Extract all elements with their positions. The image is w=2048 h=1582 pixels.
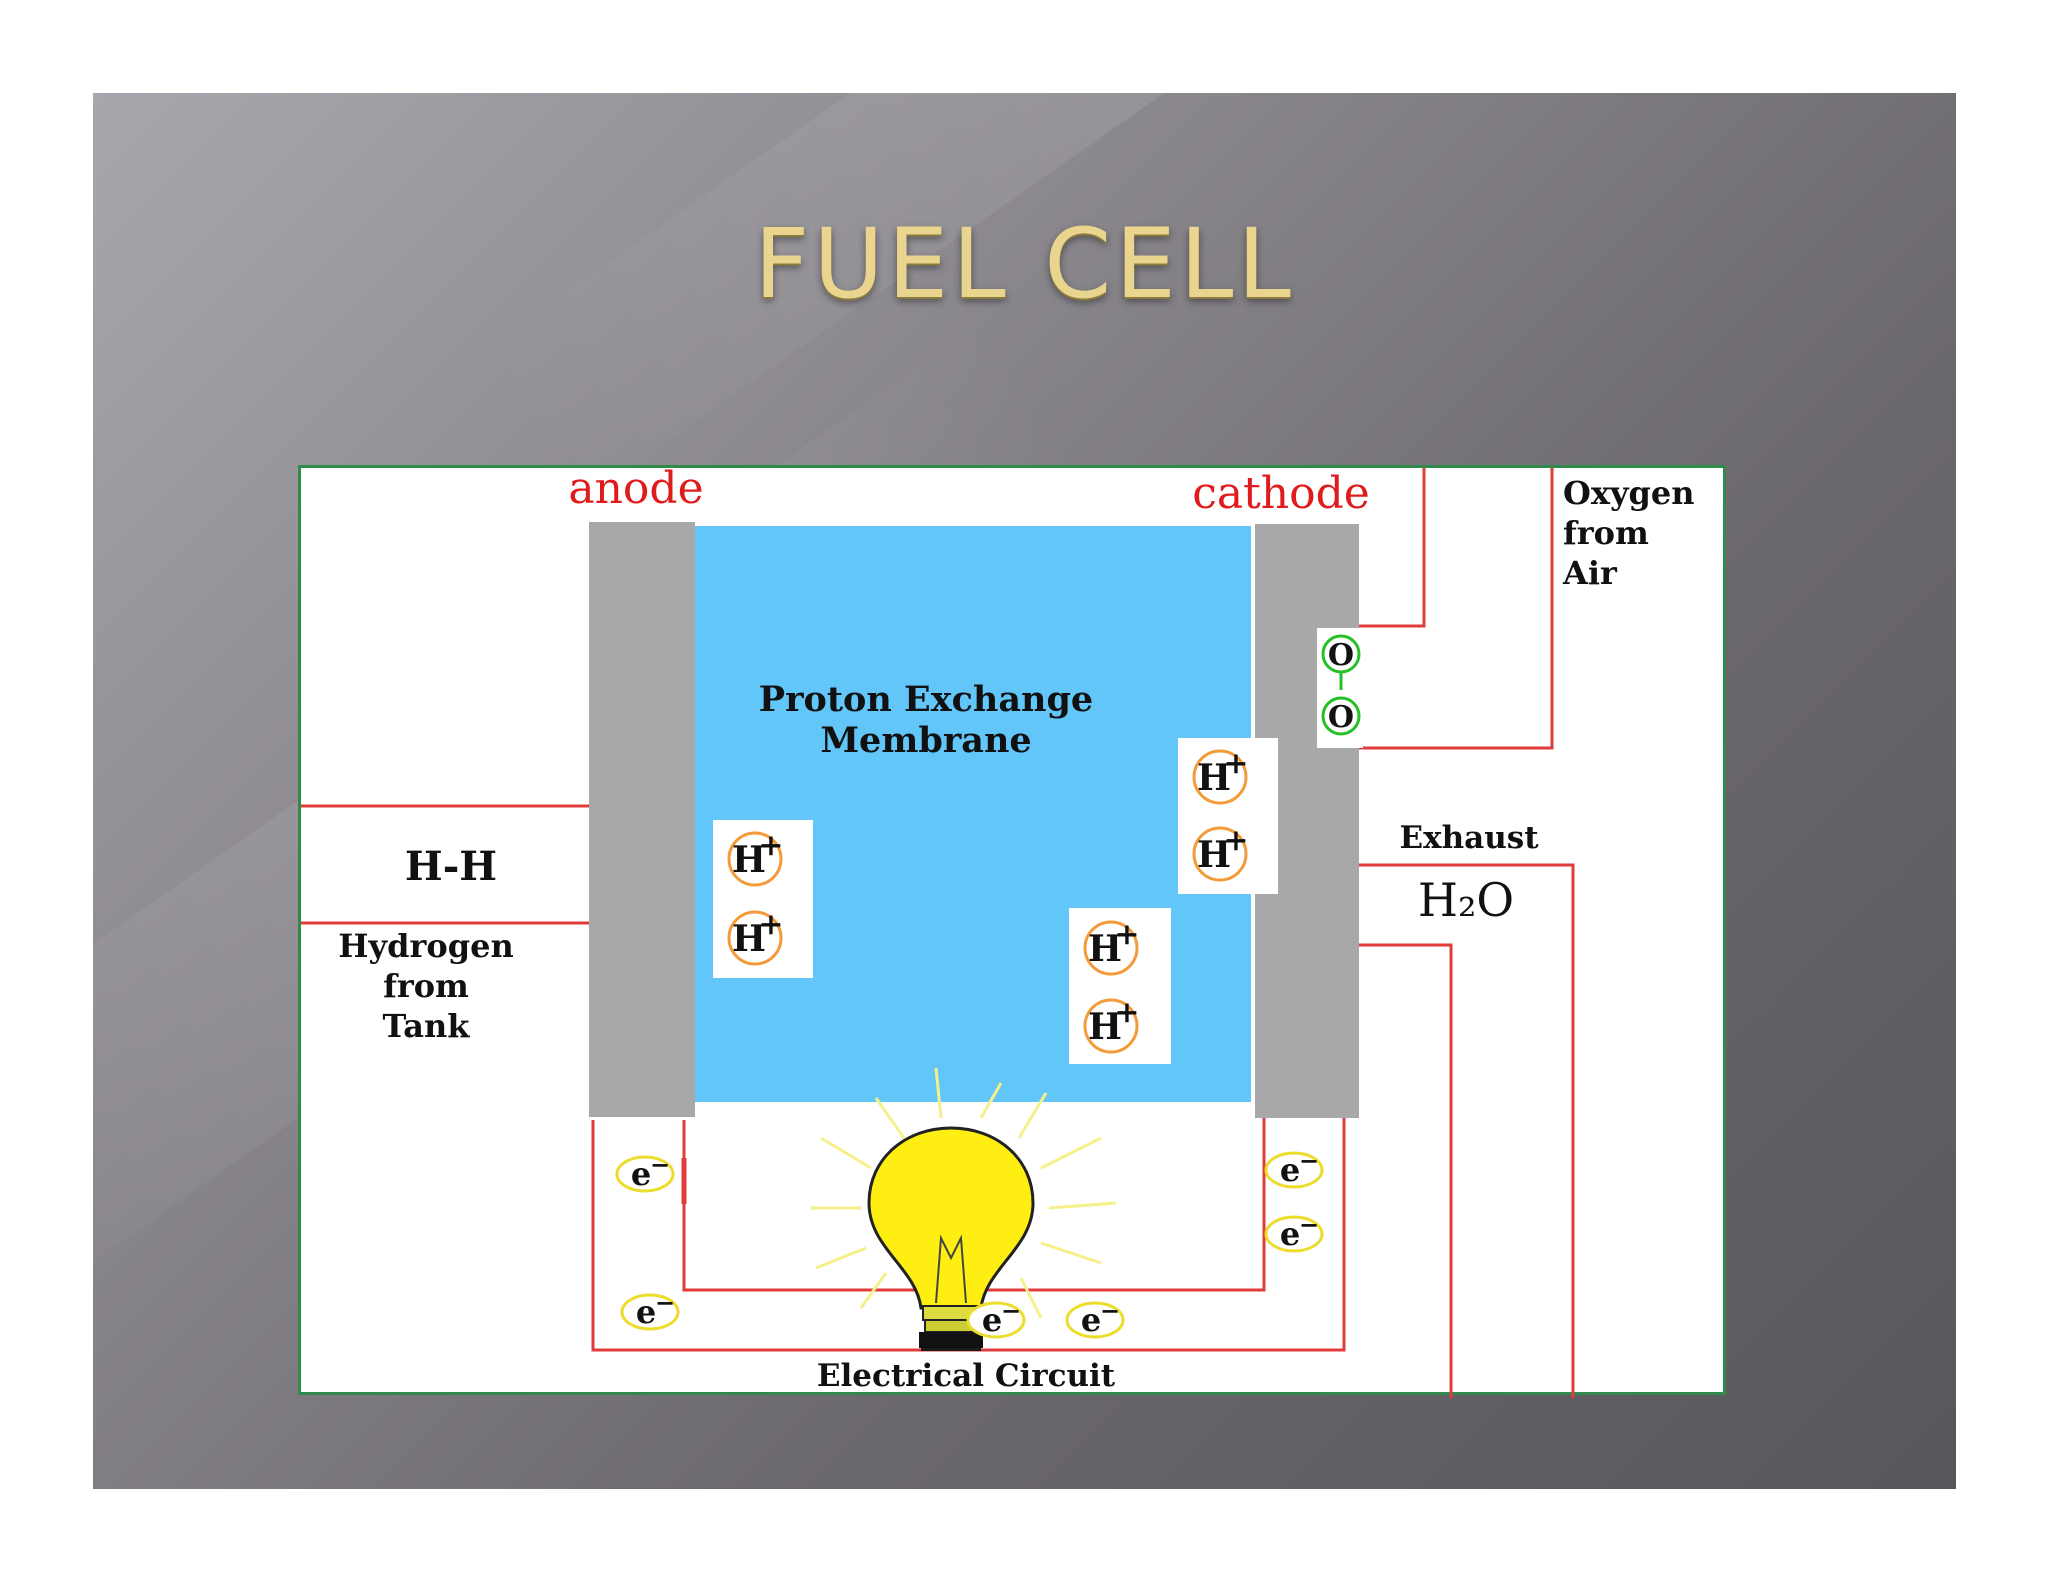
oxygen-molecule: OO [1317, 628, 1363, 748]
oxygen-from-air-line-1: Oxygen [1563, 474, 1695, 512]
electron-e-minus: e− [620, 1288, 680, 1331]
svg-text:−: − [1001, 1296, 1021, 1325]
svg-text:e: e [631, 1155, 651, 1193]
exhaust-inner-wire [1359, 943, 1453, 1398]
svg-text:e: e [1280, 1215, 1300, 1253]
svg-text:+: + [758, 828, 783, 863]
electron-e-minus: e− [1264, 1210, 1324, 1253]
svg-text:H: H [732, 918, 766, 960]
svg-text:−: − [655, 1288, 675, 1317]
svg-text:−: − [650, 1150, 670, 1179]
oxygen-atom: O [1321, 634, 1361, 674]
hydrogen-molecule-label: H-H [405, 843, 497, 890]
oxygen-atom: O [1321, 696, 1361, 736]
svg-text:e: e [982, 1301, 1002, 1339]
electron-e-minus: e− [1065, 1296, 1125, 1339]
oxygen-inlet-inner-wire [1359, 468, 1426, 628]
hydrogen-from-tank-line-3: Tank [383, 1007, 471, 1045]
svg-text:O: O [1328, 638, 1354, 673]
svg-text:H: H [1088, 1006, 1122, 1048]
electron-e-minus: e− [1264, 1146, 1324, 1189]
proton-h-plus: H+ [1192, 746, 1249, 805]
hydrogen-from-tank-line-1: Hydrogen [338, 927, 513, 965]
exhaust-outer-wire [1359, 863, 1575, 1398]
svg-text:O: O [1328, 700, 1354, 735]
electrons: e−e−e−e−e−e− [615, 1146, 1324, 1339]
svg-text:+: + [1114, 995, 1139, 1030]
membrane-label-line-2: Membrane [820, 720, 1031, 761]
oxygen-from-air-line-2: from [1563, 514, 1649, 552]
svg-text:−: − [1299, 1210, 1319, 1239]
svg-text:H: H [732, 839, 766, 881]
svg-text:H: H [1197, 834, 1231, 876]
svg-text:e: e [1280, 1151, 1300, 1189]
svg-text:−: − [1100, 1296, 1120, 1325]
svg-text:+: + [758, 907, 783, 942]
proton-h-plus: H+ [1192, 823, 1249, 882]
proton-h-plus: H+ [727, 828, 784, 887]
exhaust-label: Exhaust [1399, 820, 1539, 856]
proton-h-plus: H+ [1083, 995, 1140, 1054]
fuel-cell-diagram: OO H+H+H+H+H+H+ e−e−e−e−e−e− anode catho… [301, 468, 1695, 1398]
electron-e-minus: e− [966, 1296, 1026, 1339]
protons: H+H+H+H+H+H+ [713, 738, 1278, 1064]
anode-electrode [589, 522, 695, 1117]
water-label: H₂O [1418, 873, 1514, 927]
svg-text:+: + [1114, 917, 1139, 952]
svg-text:−: − [1299, 1146, 1319, 1175]
svg-text:e: e [1081, 1301, 1101, 1339]
svg-text:+: + [1223, 746, 1248, 781]
svg-text:e: e [636, 1293, 656, 1331]
proton-h-plus: H+ [1083, 917, 1140, 976]
svg-text:H: H [1088, 928, 1122, 970]
svg-text:H: H [1197, 757, 1231, 799]
oxygen-inlet-outer-wire [1359, 468, 1554, 750]
cathode-label: cathode [1192, 468, 1370, 519]
hydrogen-from-tank-line-2: from [383, 967, 469, 1005]
slide-title: FUEL CELL [754, 208, 1295, 320]
anode-label: anode [568, 468, 703, 514]
electron-e-minus: e− [615, 1150, 675, 1193]
svg-text:+: + [1223, 823, 1248, 858]
light-bulb-icon [811, 1067, 1117, 1348]
electrical-circuit-label: Electrical Circuit [817, 1358, 1116, 1394]
membrane-label-line-1: Proton Exchange [759, 679, 1093, 720]
proton-h-plus: H+ [727, 907, 784, 966]
oxygen-from-air-line-3: Air [1562, 554, 1618, 592]
